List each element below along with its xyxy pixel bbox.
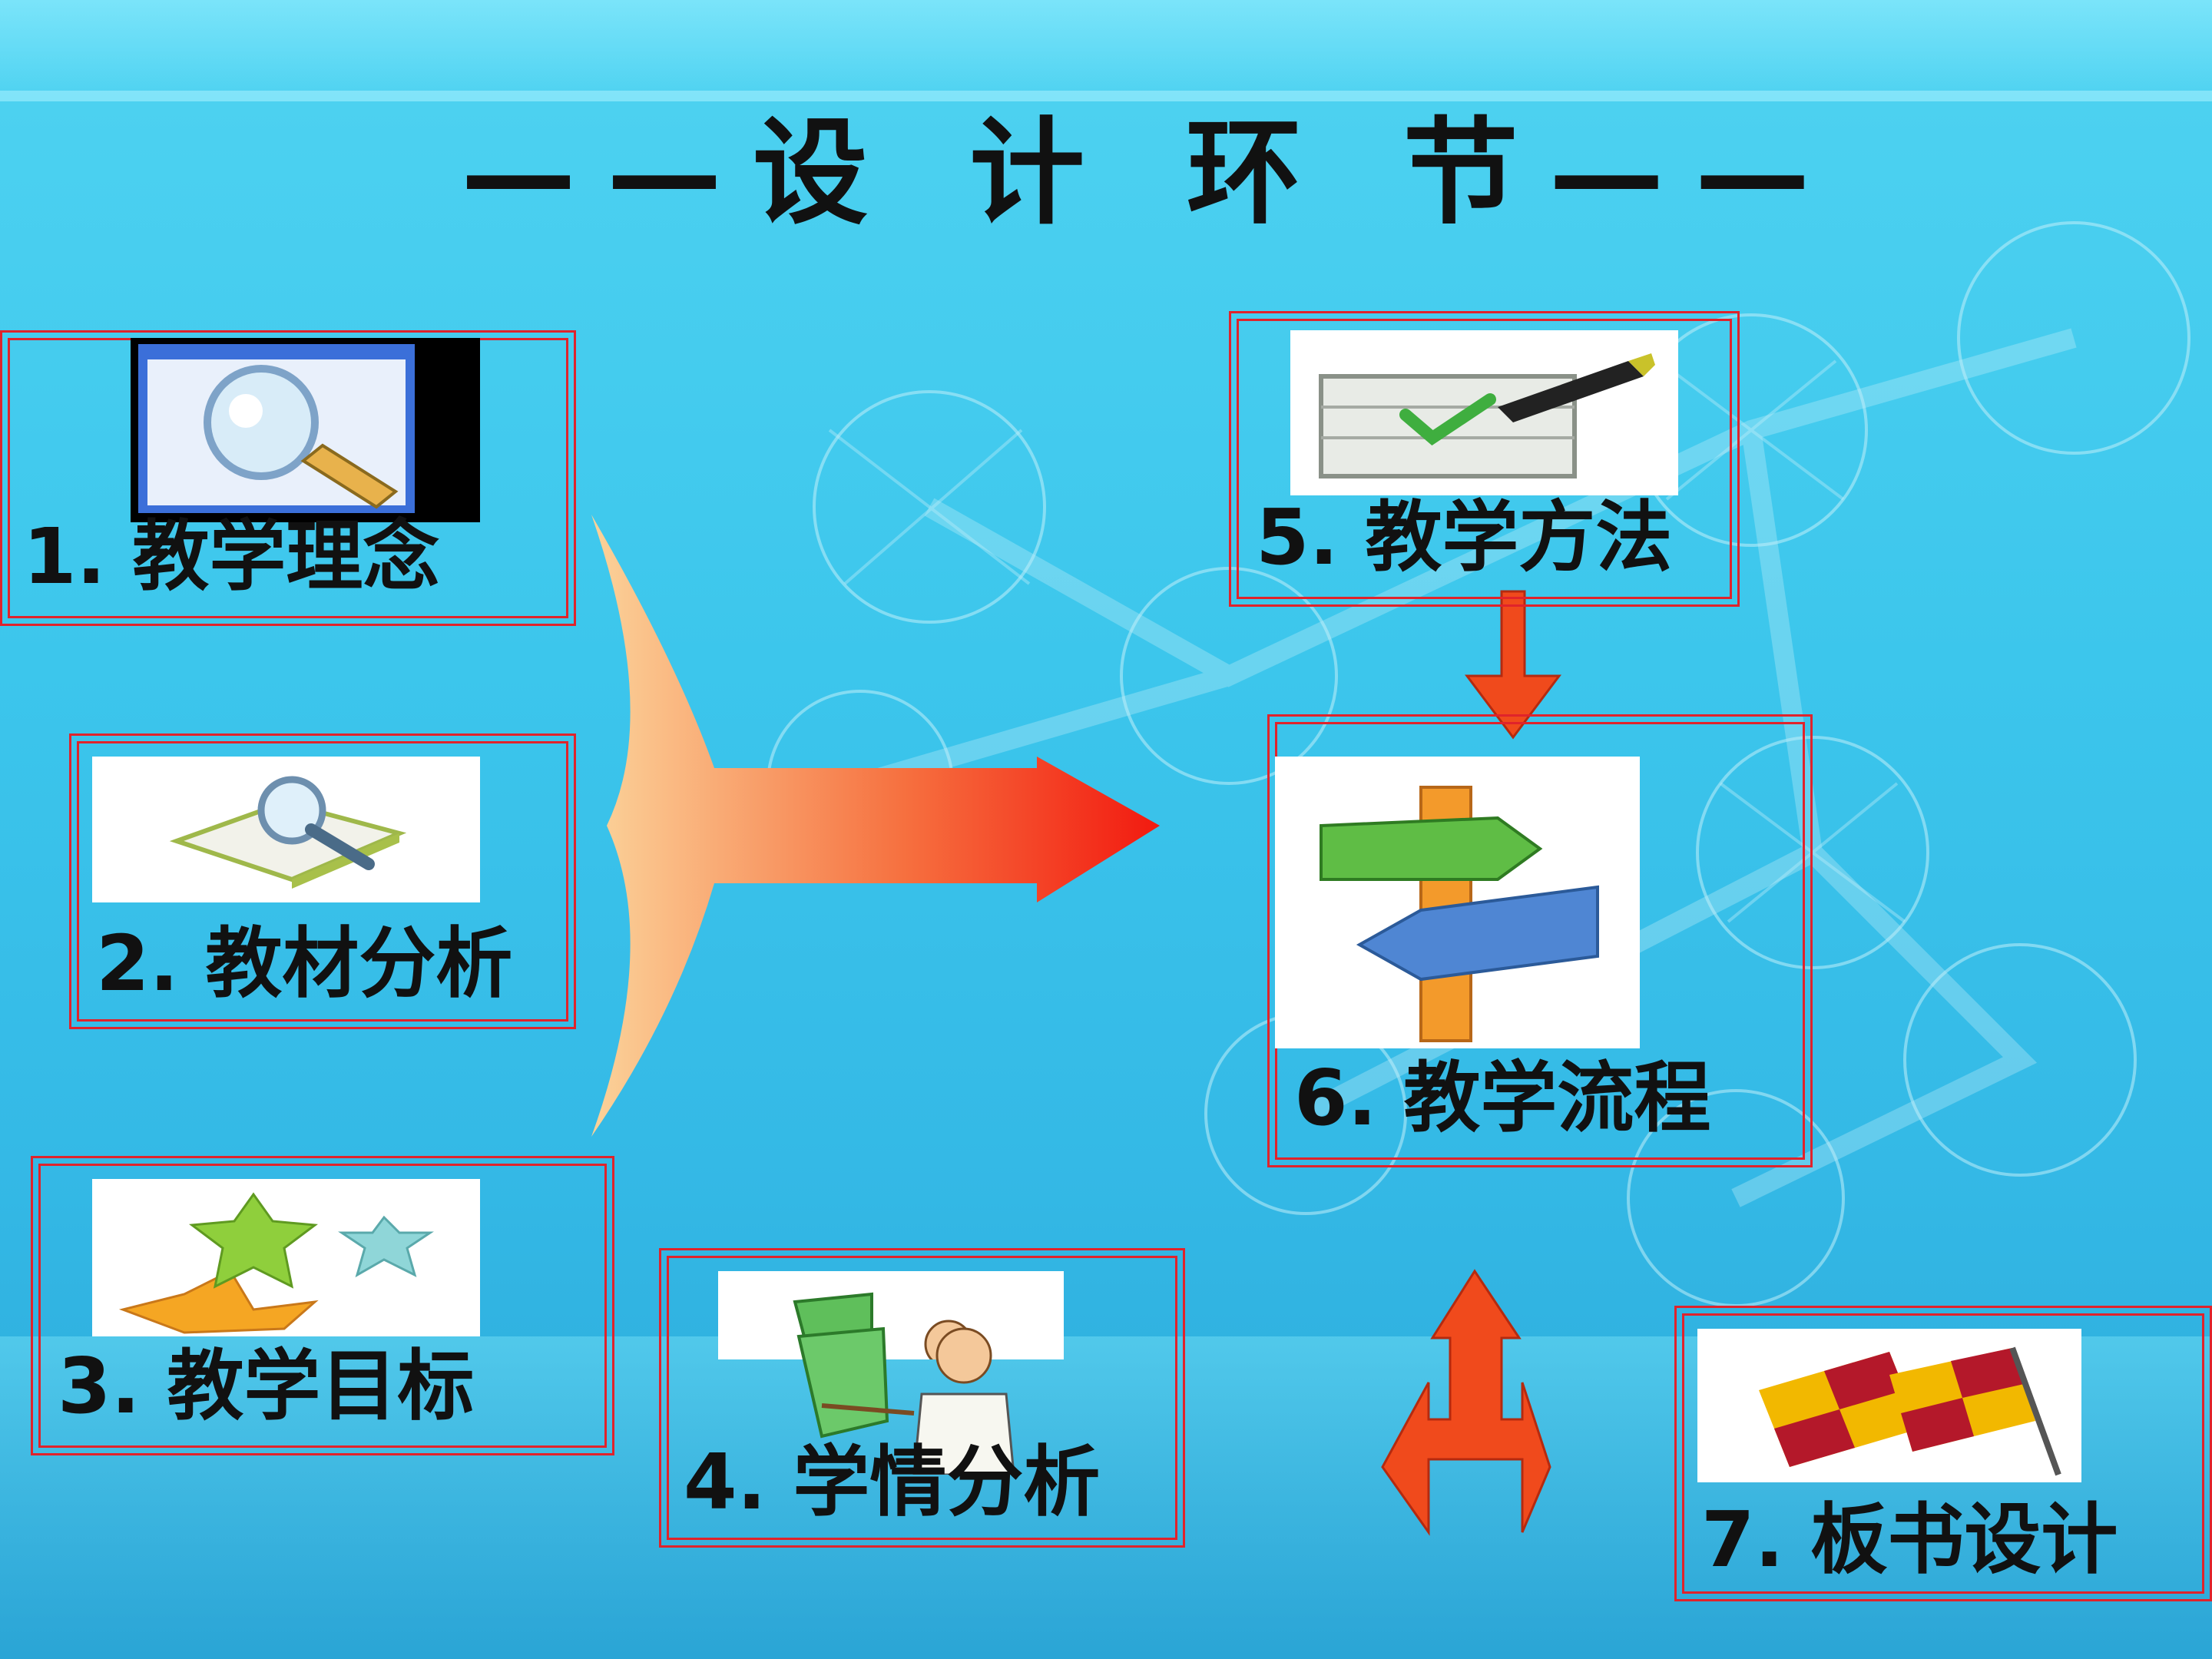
checkered-flags-icon [1697,1329,2081,1482]
item-label-5: 5. 教学方法 [1256,492,1673,582]
item-box-4[interactable] [659,1248,1185,1548]
teacher-figure [796,1326,1015,1475]
item-box-7[interactable] [1674,1306,2212,1601]
book-magnifier-icon [92,757,480,902]
magnifier-window-icon [131,338,480,522]
page-title: ——设 计 环 节—— [461,105,1841,240]
stars-icon [92,1179,480,1336]
item-box-5[interactable] [1229,311,1740,607]
item-label-7: 7. 板书设计 [1701,1495,2118,1584]
checklist-pen-icon [1290,330,1678,495]
split-arrow [1381,1269,1551,1536]
item-label-1: 1. 教学理念 [23,512,440,601]
signpost-icon [1275,757,1640,1048]
big-flow-arrow [591,515,1160,1137]
item-label-4: 4. 学情分析 [684,1437,1101,1527]
item-label-2: 2. 教材分析 [96,919,513,1008]
item-box-2[interactable] [69,733,576,1029]
item-label-3: 3. 教学目标 [58,1341,475,1431]
item-box-3[interactable] [31,1156,614,1455]
item-label-6: 6. 教学流程 [1294,1053,1711,1143]
